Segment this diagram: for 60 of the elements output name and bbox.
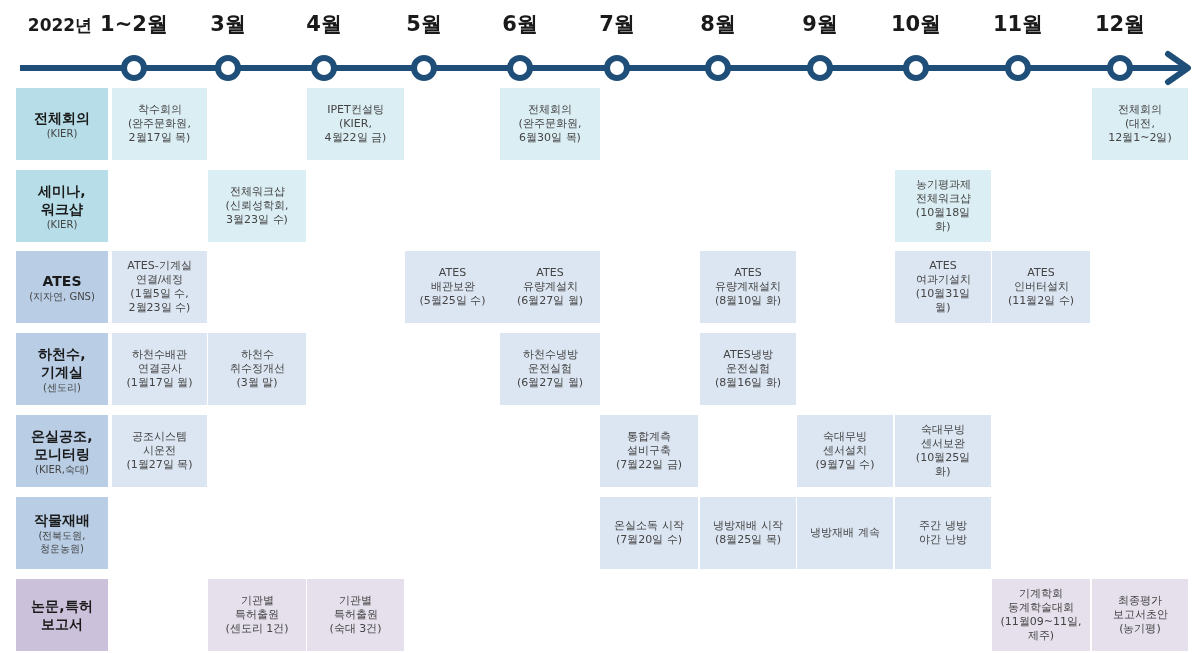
event-box: 숙대무빙 센서설치 (9월7일 수) [797,415,893,487]
month-label: 1~2월 [100,11,168,38]
event-box: ATES 배관보완 (5월25일 수) [405,251,500,323]
month-label: 12월 [1094,11,1146,38]
event-box: ATES 인버터설치 (11월2일 수) [992,251,1090,323]
row-header [16,415,108,487]
month-label: 6월 [502,11,538,38]
event-box: ATES-기계실 연결/세정 (1월5일 수, 2월23일 수) [112,251,207,323]
event-box: 냉방재배 시작 (8월25일 목) [700,497,796,569]
month-label: 11월 [992,11,1044,38]
month-label: 5월 [406,11,442,38]
event-box: 전체회의 (대전, 12월1~2일) [1092,88,1188,160]
event-box: 기관별 특허출원 (숙대 3건) [307,579,404,651]
row-header [16,251,108,323]
year-label: 2022년 [27,14,93,37]
event-box: 온실소독 시작 (7월20일 수) [600,497,698,569]
row-header [16,170,108,242]
event-box: ATES 유량계설치 (6월27일 월) [500,251,600,323]
row-subtitle: (KIER) [46,217,78,231]
month-label: 10월 [890,11,942,38]
event-box: 냉방재배 계속 [797,497,893,569]
event-box: 하천수 취수정개선 (3월 말) [208,333,306,405]
row-subtitle: (지자연, GNS) [29,289,95,303]
row-header [16,88,108,160]
month-label: 9월 [802,11,838,38]
row-title: 세미나, 워크샵 [37,181,87,218]
event-box: 주간 냉방 야간 난방 [895,497,991,569]
row-title: 전체회의 [34,108,90,127]
event-box: ATES 유량계재설치 (8월10일 화) [700,251,796,323]
month-label: 8월 [700,11,736,38]
event-box: 전체회의 (완주문화원, 6월30일 목) [500,88,600,160]
row-title: 하천수, 기계실 [37,344,87,381]
row-title: ATES [42,271,82,290]
row-subtitle: (전북도원, 청운농원) [37,529,87,555]
row-title: 작물재배 [34,511,90,529]
event-box: 최종평가 보고서초안 (농기평) [1092,579,1188,651]
row-header [16,333,108,405]
event-box: 농기평과제 전체워크샵 (10월18일 화) [895,170,991,242]
event-box: IPET컨설팅 (KIER, 4월22일 금) [307,88,404,160]
event-box: 기관별 특허출원 (센도리 1건) [208,579,306,651]
row-header [16,497,108,569]
row-title: 온실공조, 모니터링 [30,426,94,463]
month-label: 3월 [210,11,246,38]
event-box: ATES냉방 운전실험 (8월16일 화) [700,333,796,405]
event-box: 하천수배관 연결공사 (1월17일 월) [112,333,207,405]
month-label: 4월 [306,11,342,38]
month-label: 7월 [599,11,635,38]
row-title: 논문,특허 보고서 [30,597,94,633]
event-box: 기계학회 동계학술대회 (11월09~11일, 제주) [992,579,1090,651]
row-subtitle: (센도리) [43,380,81,394]
row-header [16,579,108,651]
row-subtitle: (KIER,숙대) [35,462,89,476]
event-box: 공조시스템 시운전 (1월27일 목) [112,415,207,487]
event-box: 숙대무빙 센서보완 (10월25일 화) [895,415,991,487]
event-box: 하천수냉방 운전실험 (6월27일 월) [500,333,600,405]
event-box: 착수회의 (완주문화원, 2월17일 목) [112,88,207,160]
event-box: ATES 여과기설치 (10월31일 월) [895,251,991,323]
row-subtitle: (KIER) [46,126,78,140]
event-box: 통합계측 설비구축 (7월22일 금) [600,415,698,487]
event-box: 전체워크샵 (신뢰성학회, 3월23일 수) [208,170,306,242]
